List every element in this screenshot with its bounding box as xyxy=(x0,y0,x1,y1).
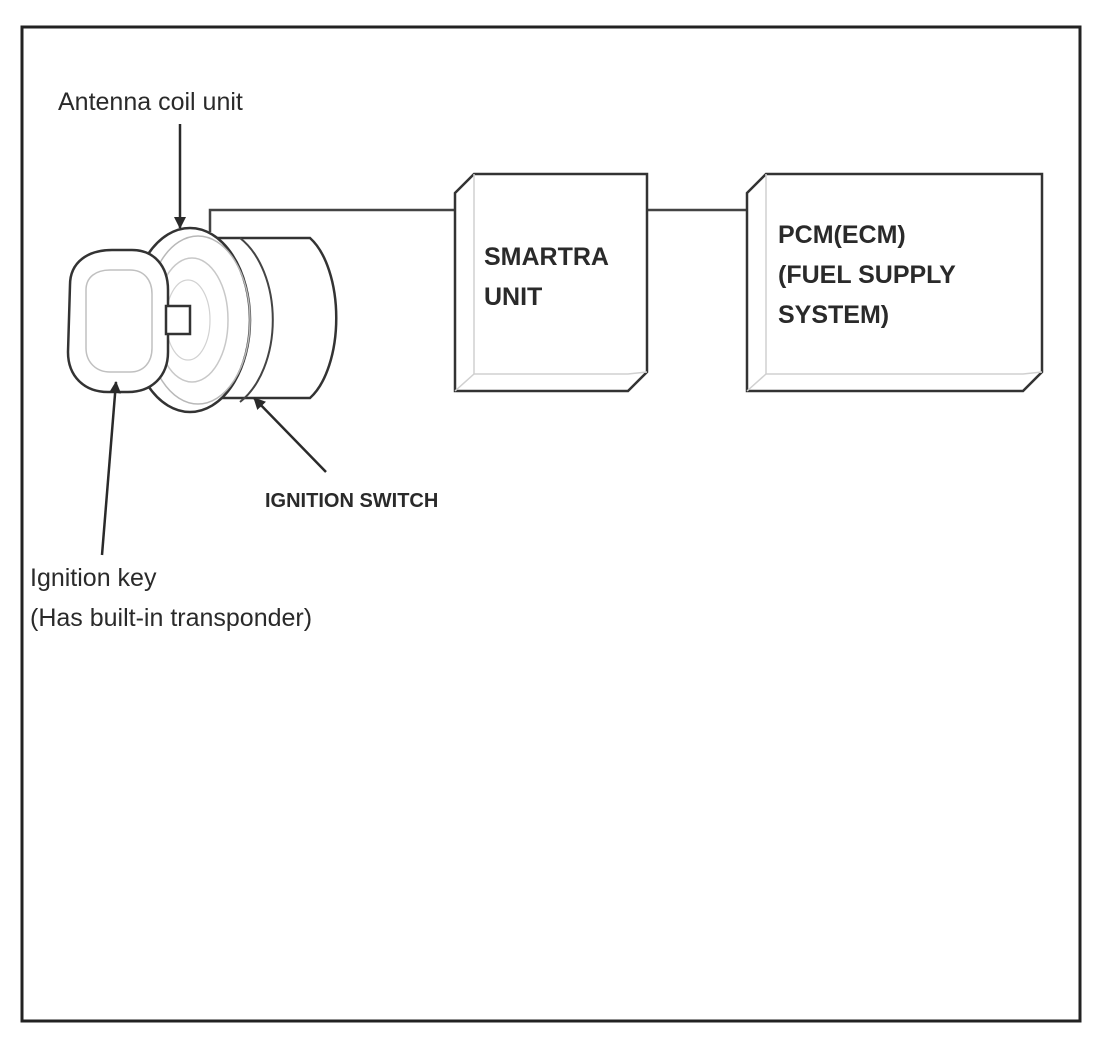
ignition-key-callout-arrow xyxy=(100,381,122,556)
ignition-switch-label: IGNITION SWITCH xyxy=(265,490,438,512)
ignition-key-label-line1: Ignition key xyxy=(30,564,157,592)
pcm-label-line2: (FUEL SUPPLY xyxy=(778,261,956,289)
ignition-switch-callout-arrow xyxy=(253,397,327,473)
ignition-key-label-line2: (Has built-in transponder) xyxy=(30,604,312,632)
antenna-coil-label: Antenna coil unit xyxy=(58,88,243,116)
smartra-label-line2: UNIT xyxy=(484,283,542,311)
wire-antenna-to-smartra xyxy=(208,208,458,232)
smartra-label-line1: SMARTRA xyxy=(484,243,609,271)
pcm-label-line3: SYSTEM) xyxy=(778,301,889,329)
pcm-ecm-box: PCM(ECM) (FUEL SUPPLY SYSTEM) xyxy=(745,172,1044,393)
pcm-label-line1: PCM(ECM) xyxy=(778,221,906,249)
smartra-unit-box: SMARTRA UNIT xyxy=(453,172,649,393)
ignition-key xyxy=(66,248,192,394)
